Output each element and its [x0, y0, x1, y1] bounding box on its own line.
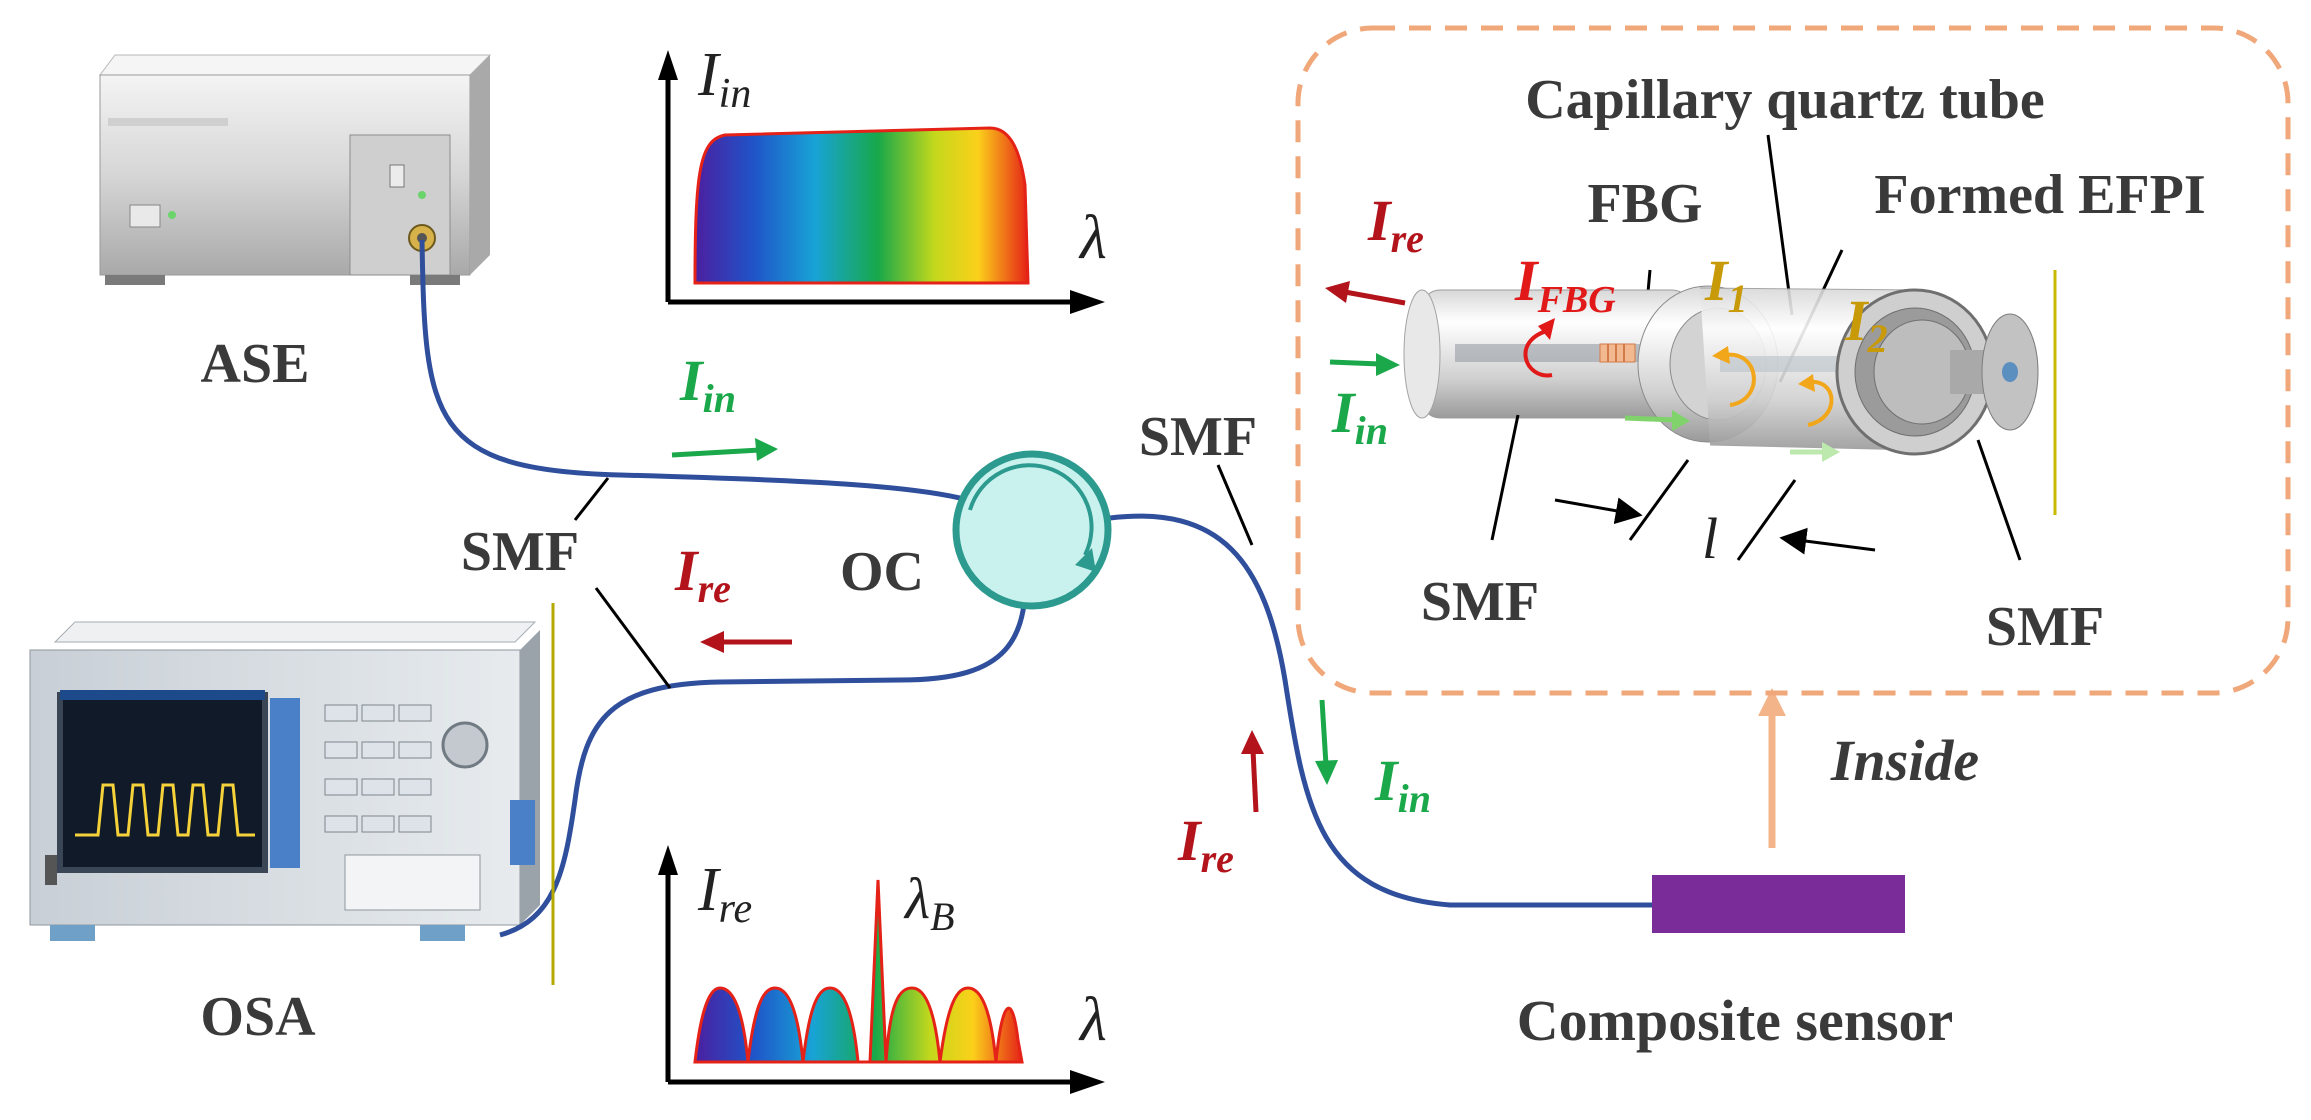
optical-circulator [952, 450, 1112, 610]
svg-text:I1: I1 [1704, 248, 1748, 321]
fiber-ase-to-oc [419, 239, 976, 505]
osa-screen-trace [75, 783, 255, 837]
inside-label: Inside [1830, 728, 1979, 793]
smf-leader-left-top [573, 477, 610, 521]
signal-in-label-top: Iin [679, 348, 736, 421]
svg-text:IFBG: IFBG [1514, 248, 1616, 321]
sensor-structure [1403, 270, 2057, 515]
svg-text:I2: I2 [1844, 288, 1888, 361]
smf-leader-right [1216, 464, 1254, 546]
svg-text:Iin: Iin [679, 348, 736, 421]
svg-text:Iin: Iin [1374, 748, 1431, 821]
i2-label: I2 [1844, 288, 1888, 361]
osa-instrument [29, 621, 540, 941]
cavity-length-marker: l [1554, 459, 1876, 571]
fiber-oc-to-sensor [1109, 513, 1660, 908]
circulator-arrow-icon [1075, 548, 1096, 572]
composite-sensor-label: Composite sensor [1517, 988, 1954, 1053]
ifbg-label: IFBG [1514, 248, 1616, 321]
transmission-arrow-icon-1 [1624, 410, 1690, 431]
fbg-grating [1599, 343, 1636, 363]
inside-arrow-icon [1758, 688, 1786, 848]
composite-sensor-block [1652, 875, 1905, 933]
smf-leader-box-left [1490, 414, 1520, 541]
fbg-label: FBG [1587, 173, 1702, 235]
smf-leader-left-bottom [594, 587, 672, 689]
smf-label-right: SMF [1139, 406, 1257, 468]
reflected-spectrum-plot: Ire λ λB [658, 845, 1107, 1094]
ase-instrument [99, 54, 492, 285]
signal-re-label-lower: Ire [1177, 808, 1234, 881]
i2-reflection-arrow-icon [1798, 374, 1834, 427]
svg-text:Iin: Iin [1331, 380, 1388, 453]
i1-reflection-arrow-icon [1712, 346, 1756, 407]
svg-text:Ire: Ire [1177, 808, 1234, 881]
iin-arrow-box-icon [1329, 353, 1400, 376]
bragg-wavelength-label: λB [903, 866, 955, 939]
oc-label: OC [840, 541, 924, 603]
input-x-axis-label: λ [1078, 204, 1107, 272]
cavity-length-label: l [1702, 506, 1718, 571]
capillary-leader-line [1766, 134, 1794, 316]
fiber-oc-to-osa [499, 554, 1029, 938]
input-spectrum-fill [693, 126, 1030, 285]
arrow-re-left-icon [700, 631, 792, 653]
iin-label-box: Iin [1331, 380, 1388, 453]
reflected-y-axis-label: Ire [697, 856, 752, 932]
arrow-re-up-icon [1241, 730, 1264, 813]
input-spectrum-plot: Iin λ [658, 41, 1107, 314]
smf-label-box-right: SMF [1986, 596, 2104, 658]
arrow-in-down-icon [1315, 699, 1338, 785]
arrow-in-top-icon [671, 438, 778, 461]
smf-label-left: SMF [461, 521, 579, 583]
smf-leader-box-right [1976, 439, 2022, 561]
input-y-axis-label: Iin [697, 41, 751, 117]
svg-text:Ire: Ire [674, 538, 731, 611]
i1-label: I1 [1704, 248, 1748, 321]
formed-efpi-label: Formed EFPI [1874, 164, 2205, 226]
capillary-tube-label: Capillary quartz tube [1525, 69, 2045, 131]
reflected-x-axis-label: λ [1078, 986, 1107, 1054]
ire-label-box: Ire [1367, 188, 1424, 261]
smf-label-box-left: SMF [1421, 571, 1539, 633]
fbg-reflection-arrow-icon [1523, 318, 1555, 378]
ire-arrow-box-icon [1325, 281, 1406, 306]
transmission-arrow-icon-2 [1790, 442, 1840, 462]
signal-in-label-lower: Iin [1374, 748, 1431, 821]
ase-label: ASE [201, 333, 310, 395]
osa-label: OSA [200, 986, 316, 1048]
svg-text:Ire: Ire [1367, 188, 1424, 261]
signal-re-label-left: Ire [674, 538, 731, 611]
reflected-spectrum-fill [693, 879, 1024, 1064]
